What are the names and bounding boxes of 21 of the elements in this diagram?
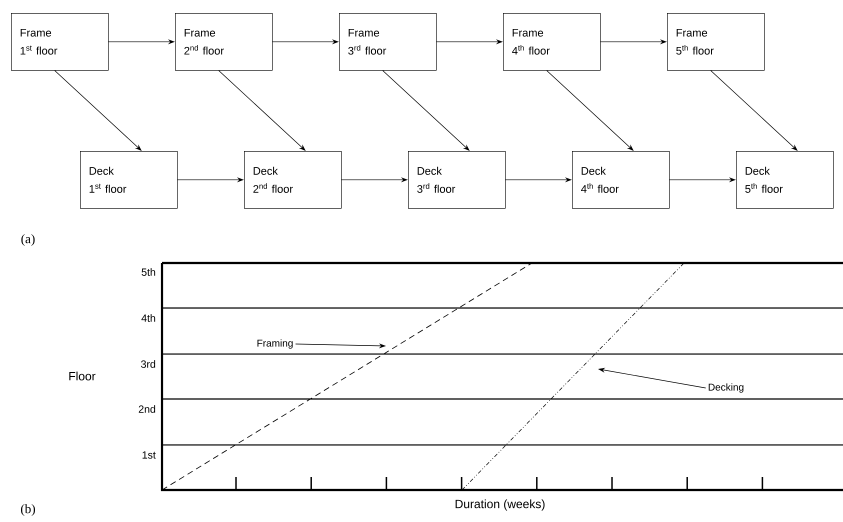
process-box: Deck 4$^{th}$ floor [572,151,670,209]
line-label: Decking [708,383,744,393]
process-box: Frame 2$^{nd}$ floor [175,13,273,71]
axis-title: Duration (weeks) [456,499,545,511]
process-box: Frame 1$^{st}$ floor [11,13,109,71]
process-box: Frame 4$^{th}$ floor [503,13,601,71]
process-box: Deck 3$^{rd}$ floor [408,151,506,209]
axis-title: Floor [69,372,96,380]
process-box: Frame 3$^{rd}$ floor [339,13,437,71]
axis-tick-label: 4th [141,314,156,322]
axis-tick-label: 5th [142,268,156,276]
axis-tick-label: 2nd [138,405,156,413]
axis-tick-label: 3rd [141,360,156,368]
process-box: Deck 1$^{st}$ floor [80,151,178,209]
axis-tick-label: 1st [142,451,156,459]
panel-label: (a) [21,234,35,246]
process-box: Deck 5$^{th}$ floor [736,151,834,209]
panel-label: (b) [20,504,36,516]
line-label: Framing [257,339,293,349]
process-box: Deck 2$^{nd}$ floor [244,151,342,209]
process-box: Frame 5$^{th}$ floor [667,13,765,71]
